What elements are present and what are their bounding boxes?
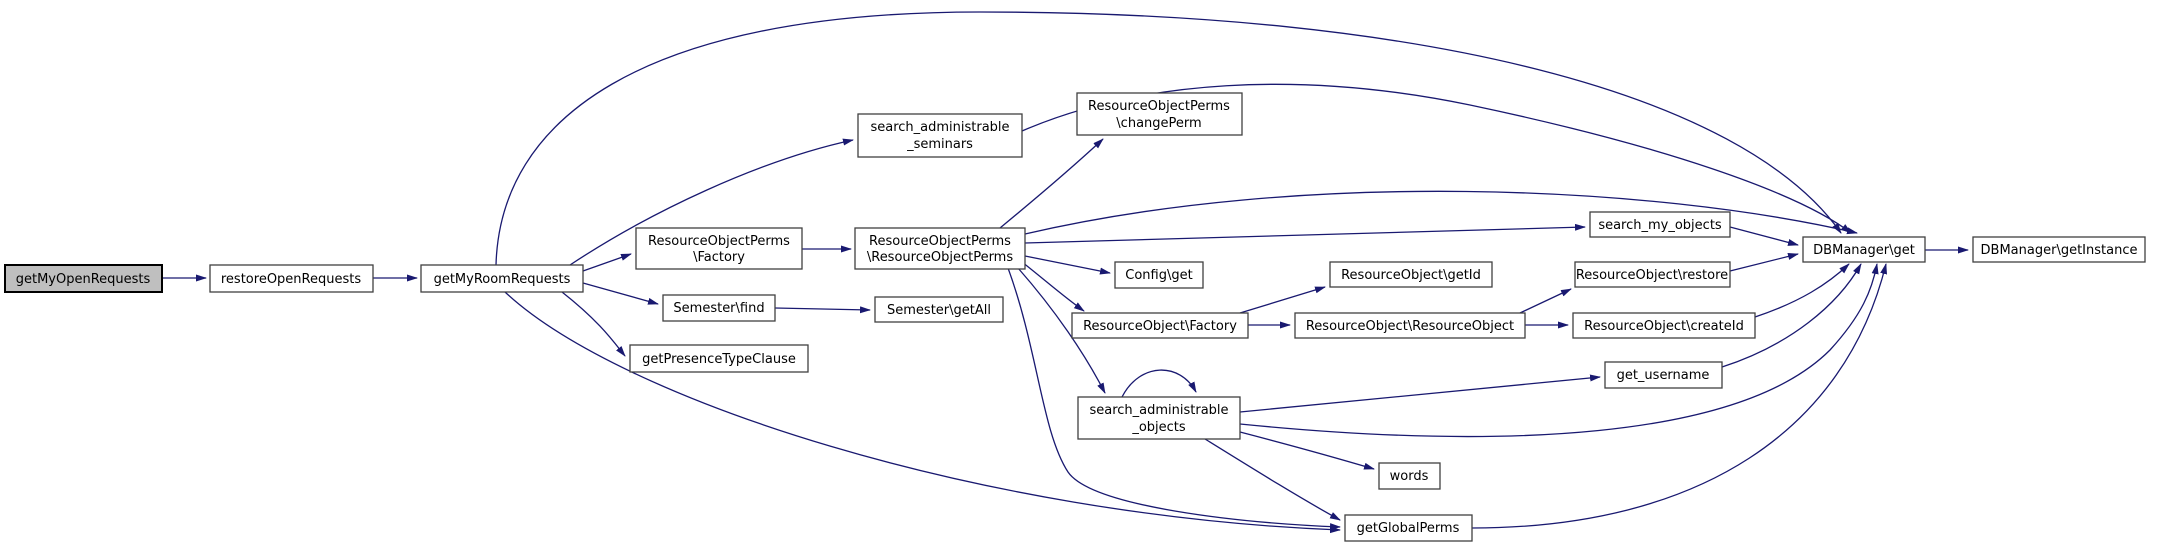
edge-roRestore-dbGet (1729, 253, 1799, 272)
node-label: ResourceObject\Factory (1083, 319, 1237, 334)
node-semester-getall[interactable]: Semester\getAll (874, 296, 1004, 323)
node-label: restoreOpenRequests (221, 272, 361, 287)
node-label-line1: ResourceObjectPerms (1088, 99, 1230, 114)
node-resourceobject-resourceobject[interactable]: ResourceObject\ResourceObject (1294, 312, 1526, 339)
edge-ropRop-dbGet (1024, 190, 1858, 235)
edge-ropRop-searchAdministrableObjects (1017, 267, 1106, 394)
node-getPresenceTypeClause[interactable]: getPresenceTypeClause (629, 344, 809, 373)
edge-semesterFind-semesterGetAll (774, 306, 871, 314)
edge-getMyRoomRequests-semesterFind (582, 282, 659, 305)
node-get-username[interactable]: get_username (1604, 361, 1723, 389)
edge-getUsername-dbGet (1721, 263, 1862, 368)
edge-searchAdministrableObjects-getGlobalPerms (1204, 438, 1341, 521)
node-getMyOpenRequests[interactable]: getMyOpenRequests (4, 264, 163, 293)
node-restoreOpenRequests[interactable]: restoreOpenRequests (209, 264, 374, 293)
edge-ropRop-getGlobalPerms (1007, 267, 1341, 531)
node-resourceobject-getid[interactable]: ResourceObject\getId (1329, 261, 1493, 288)
edge-getMyRoomRequests-getPresenceTypeClause (561, 291, 626, 357)
node-label: get_username (1617, 368, 1710, 383)
edge-getMyRoomRequests-searchAdministrableSeminars (569, 138, 854, 266)
node-search-administrable-seminars[interactable]: search_administrable _seminars (857, 113, 1023, 158)
node-label-line2: \Factory (693, 250, 745, 265)
node-label: getGlobalPerms (1357, 521, 1460, 536)
edge-getMyRoomRequests-getGlobalPerms (504, 291, 1341, 534)
edge-getGlobalPerms-dbGet (1471, 263, 1887, 529)
node-label: Semester\find (673, 301, 764, 316)
edge-ropRop-roFactory (1021, 261, 1085, 312)
node-search-administrable-objects[interactable]: search_administrable _objects (1077, 396, 1241, 440)
edge-searchAdministrableObjects-getUsername (1239, 374, 1601, 413)
node-label: search_my_objects (1598, 218, 1722, 233)
node-resourceobject-factory[interactable]: ResourceObject\Factory (1071, 312, 1249, 339)
edge-getMyRoomRequests-dbGet (495, 11, 1842, 266)
node-label: DBManager\getInstance (1981, 243, 2138, 258)
node-search-my-objects[interactable]: search_my_objects (1589, 211, 1731, 238)
node-label: getMyRoomRequests (434, 272, 571, 287)
edge-ropRop-searchMyObjects (1024, 223, 1586, 244)
node-label-line2: _seminars (906, 137, 973, 152)
node-label-line2: _objects (1131, 420, 1186, 435)
node-label: Semester\getAll (887, 303, 991, 318)
edge-ropRop-configGet (1024, 255, 1111, 275)
node-dbmanager-getinstance[interactable]: DBManager\getInstance (1972, 236, 2146, 263)
node-label: DBManager\get (1813, 243, 1915, 258)
node-resourceobjectperms-resourceobjectperms[interactable]: ResourceObjectPerms \ResourceObjectPerms (854, 227, 1026, 270)
edge-searchAdministrableObjects-words (1239, 431, 1375, 470)
node-label-line1: search_administrable (870, 120, 1009, 135)
node-label: ResourceObject\restore (1576, 268, 1728, 283)
node-words[interactable]: words (1378, 462, 1441, 490)
node-getMyRoomRequests[interactable]: getMyRoomRequests (420, 264, 584, 293)
node-resourceobjectperms-factory[interactable]: ResourceObjectPerms \Factory (635, 227, 803, 270)
node-getGlobalPerms[interactable]: getGlobalPerms (1344, 514, 1473, 542)
node-label: ResourceObject\createId (1584, 319, 1744, 334)
node-label-line1: ResourceObjectPerms (648, 234, 790, 249)
edge-roFactory-roGetId (1239, 286, 1326, 314)
node-label: ResourceObject\ResourceObject (1306, 319, 1514, 334)
edge-searchAdministrableObjects-dbGet (1239, 263, 1879, 438)
node-label: ResourceObject\getId (1341, 268, 1481, 283)
edge-searchAdministrableObjects-self (1121, 369, 1197, 398)
node-label-line2: \ResourceObjectPerms (867, 250, 1013, 265)
node-resourceobject-restore[interactable]: ResourceObject\restore (1574, 261, 1731, 288)
edge-roCreateId-dbGet (1754, 263, 1850, 318)
node-label: getPresenceTypeClause (642, 352, 796, 367)
node-semester-find[interactable]: Semester\find (662, 294, 776, 322)
node-label-line2: \changePerm (1116, 116, 1201, 131)
edge-roRo-roRestore (1519, 288, 1572, 314)
node-label: getMyOpenRequests (16, 272, 151, 287)
node-dbmanager-get[interactable]: DBManager\get (1802, 236, 1926, 263)
node-resourceobject-createid[interactable]: ResourceObject\createId (1572, 312, 1756, 339)
edge-ropRop-ropChangePerm (999, 138, 1104, 229)
node-label-line1: ResourceObjectPerms (869, 234, 1011, 249)
node-resourceobjectperms-changeperm[interactable]: ResourceObjectPerms \changePerm (1076, 92, 1243, 136)
edge-getMyRoomRequests-ropFactory (582, 253, 632, 272)
node-label: words (1390, 469, 1429, 484)
edge-searchMyObjects-dbGet (1729, 226, 1799, 246)
node-config-get[interactable]: Config\get (1114, 261, 1204, 289)
node-label: Config\get (1125, 268, 1192, 283)
node-label-line1: search_administrable (1089, 403, 1228, 418)
